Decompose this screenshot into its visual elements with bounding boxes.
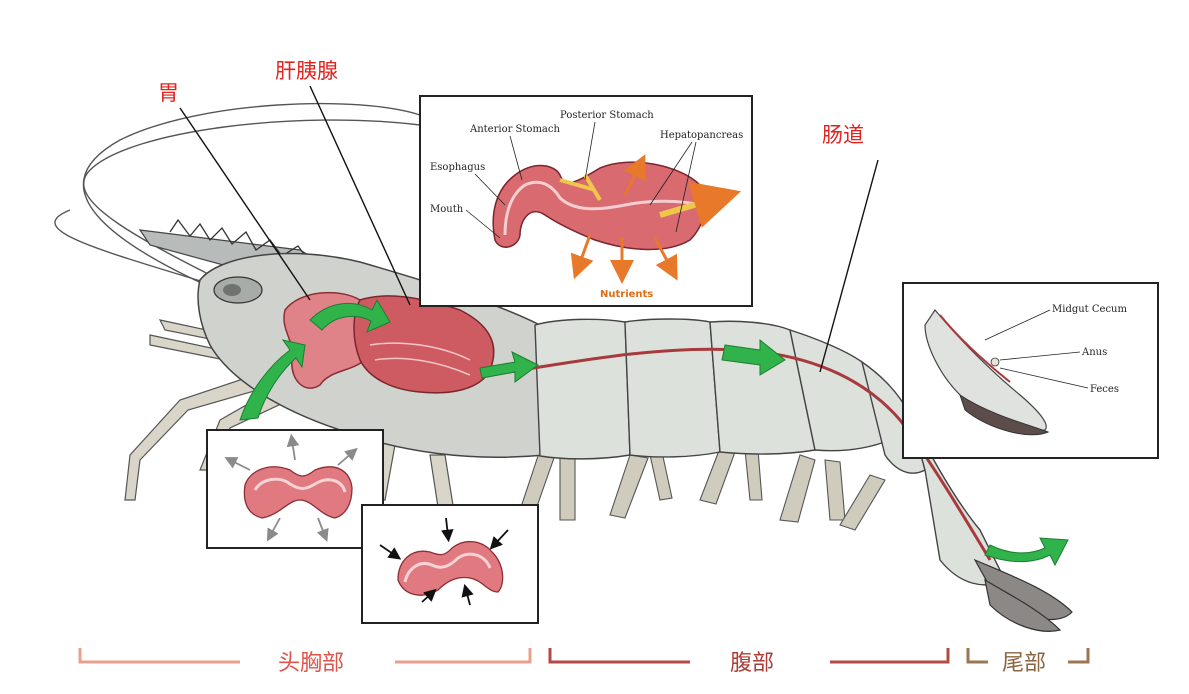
- svg-text:Mouth: Mouth: [430, 204, 464, 215]
- svg-text:肝胰腺: 肝胰腺: [275, 59, 338, 83]
- svg-text:肠道: 肠道: [822, 123, 864, 147]
- svg-text:Anus: Anus: [1081, 347, 1107, 358]
- svg-text:Hepatopancreas: Hepatopancreas: [660, 130, 743, 141]
- tail-inset: Midgut Cecum Anus Feces: [902, 282, 1159, 459]
- region-cephalothorax: 头胸部: [78, 648, 532, 676]
- label-intestine: 肠道: [819, 123, 879, 373]
- label-hepatopancreas: 肝胰腺: [275, 59, 411, 306]
- intestine-tract: [469, 347, 992, 561]
- tail-fan: [973, 558, 1073, 632]
- stomach-expand-inset: [206, 429, 384, 549]
- svg-text:Feces: Feces: [1090, 384, 1119, 395]
- label-stomach: 胃: [158, 81, 311, 301]
- svg-text:头胸部: 头胸部: [278, 651, 344, 676]
- svg-text:胃: 胃: [158, 81, 179, 105]
- digestive-inset: Anterior Stomach Posterior Stomach Hepat…: [419, 95, 753, 307]
- swimmerets: [519, 447, 886, 531]
- stomach-contract-inset: [361, 504, 539, 624]
- svg-text:腹部: 腹部: [730, 651, 774, 676]
- svg-text:Nutrients: Nutrients: [600, 289, 653, 300]
- food-flow-arrows: [239, 298, 1069, 567]
- svg-text:尾部: 尾部: [1002, 651, 1046, 676]
- svg-text:Esophagus: Esophagus: [430, 162, 485, 173]
- region-abdomen: 腹部: [548, 648, 950, 676]
- eye: [213, 276, 263, 304]
- region-tail: 尾部: [966, 648, 1090, 676]
- svg-text:Posterior Stomach: Posterior Stomach: [560, 110, 654, 121]
- svg-text:Midgut Cecum: Midgut Cecum: [1052, 304, 1127, 315]
- svg-text:Anterior Stomach: Anterior Stomach: [469, 124, 560, 135]
